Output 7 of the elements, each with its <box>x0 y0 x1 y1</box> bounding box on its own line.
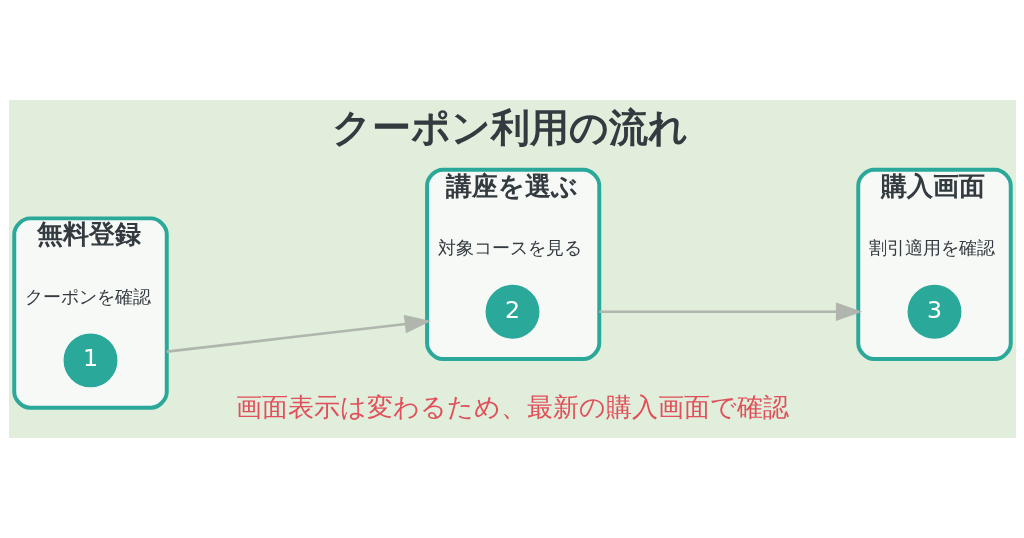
label: 画面表示は変わるため、最新の購入画面で確認 <box>235 391 789 422</box>
node-circle: 2 <box>485 284 539 339</box>
arrow <box>166 314 431 353</box>
diagram-title: クーポン利用の流れ <box>331 103 688 150</box>
node-circle: 3 <box>907 284 961 339</box>
arrow <box>598 302 862 321</box>
node-circle: 1 <box>63 333 117 388</box>
